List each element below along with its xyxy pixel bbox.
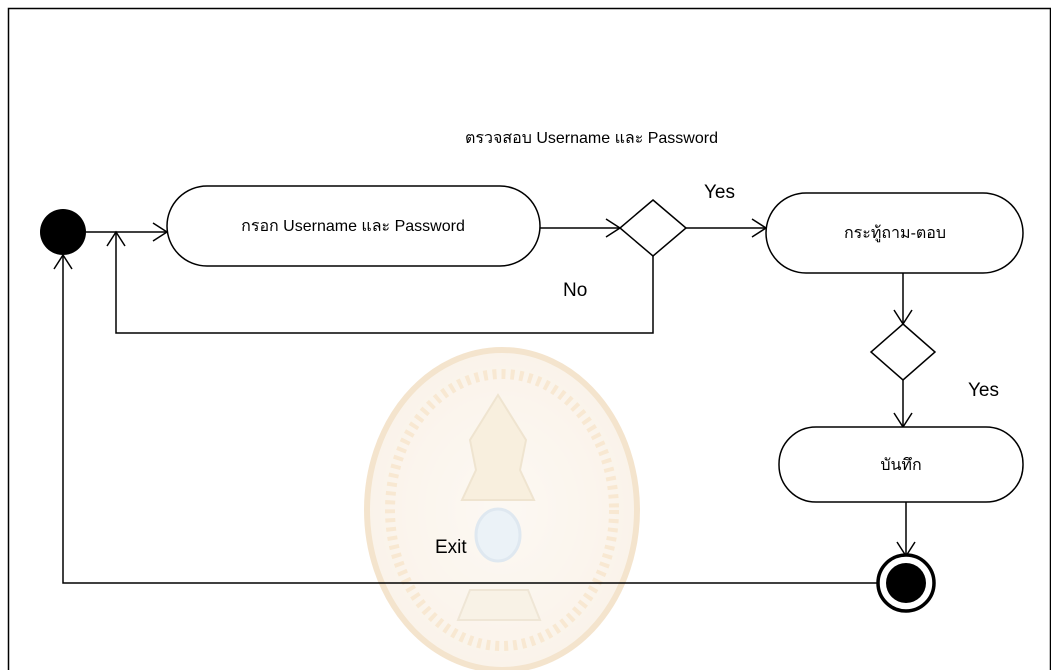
watermark-seal (364, 347, 640, 670)
flow-no-loop (115, 232, 654, 334)
action-node-qa (765, 192, 1024, 274)
edge-label-no: No (563, 280, 588, 301)
node-label-qa: กระทู้ถาม-ตอบ (843, 225, 947, 242)
node-label-save: บันทึก (880, 457, 922, 474)
action-node-save (778, 426, 1024, 503)
decision-node-check-login (618, 199, 688, 257)
action-node-login (166, 185, 541, 267)
arrowhead (106, 230, 126, 247)
arrowhead (53, 253, 73, 270)
edge-label-exit: Exit (435, 537, 467, 558)
edge-label-yes-right: Yes (968, 380, 999, 401)
header-label: ตรวจสอบ Username และ Password (465, 130, 718, 147)
edge-label-yes-top: Yes (704, 182, 735, 203)
initial-node (40, 209, 86, 255)
decision-node-qa-check (869, 323, 937, 381)
node-label-login: กรอก Username และ Password (241, 218, 465, 235)
final-node (876, 553, 936, 613)
flow-exit-loop (62, 255, 878, 584)
